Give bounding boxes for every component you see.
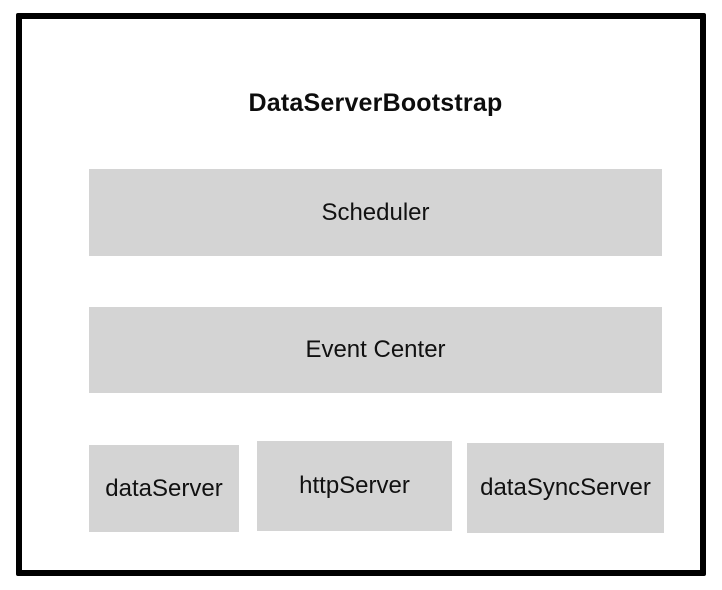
diagram-frame: DataServerBootstrap Scheduler Event Cent… (16, 13, 706, 576)
diagram-title: DataServerBootstrap (248, 89, 503, 117)
box-data-server-label: dataServer (105, 474, 223, 502)
box-event-center: Event Center (89, 307, 662, 393)
box-http-server: httpServer (257, 441, 452, 531)
box-scheduler-label: Scheduler (321, 198, 430, 226)
box-data-server: dataServer (89, 445, 239, 532)
box-data-sync-server-label: dataSyncServer (480, 474, 651, 501)
box-event-center-label: Event Center (305, 336, 446, 363)
box-http-server-label: httpServer (299, 472, 410, 499)
box-data-sync-server: dataSyncServer (467, 443, 664, 533)
box-scheduler: Scheduler (89, 169, 662, 256)
